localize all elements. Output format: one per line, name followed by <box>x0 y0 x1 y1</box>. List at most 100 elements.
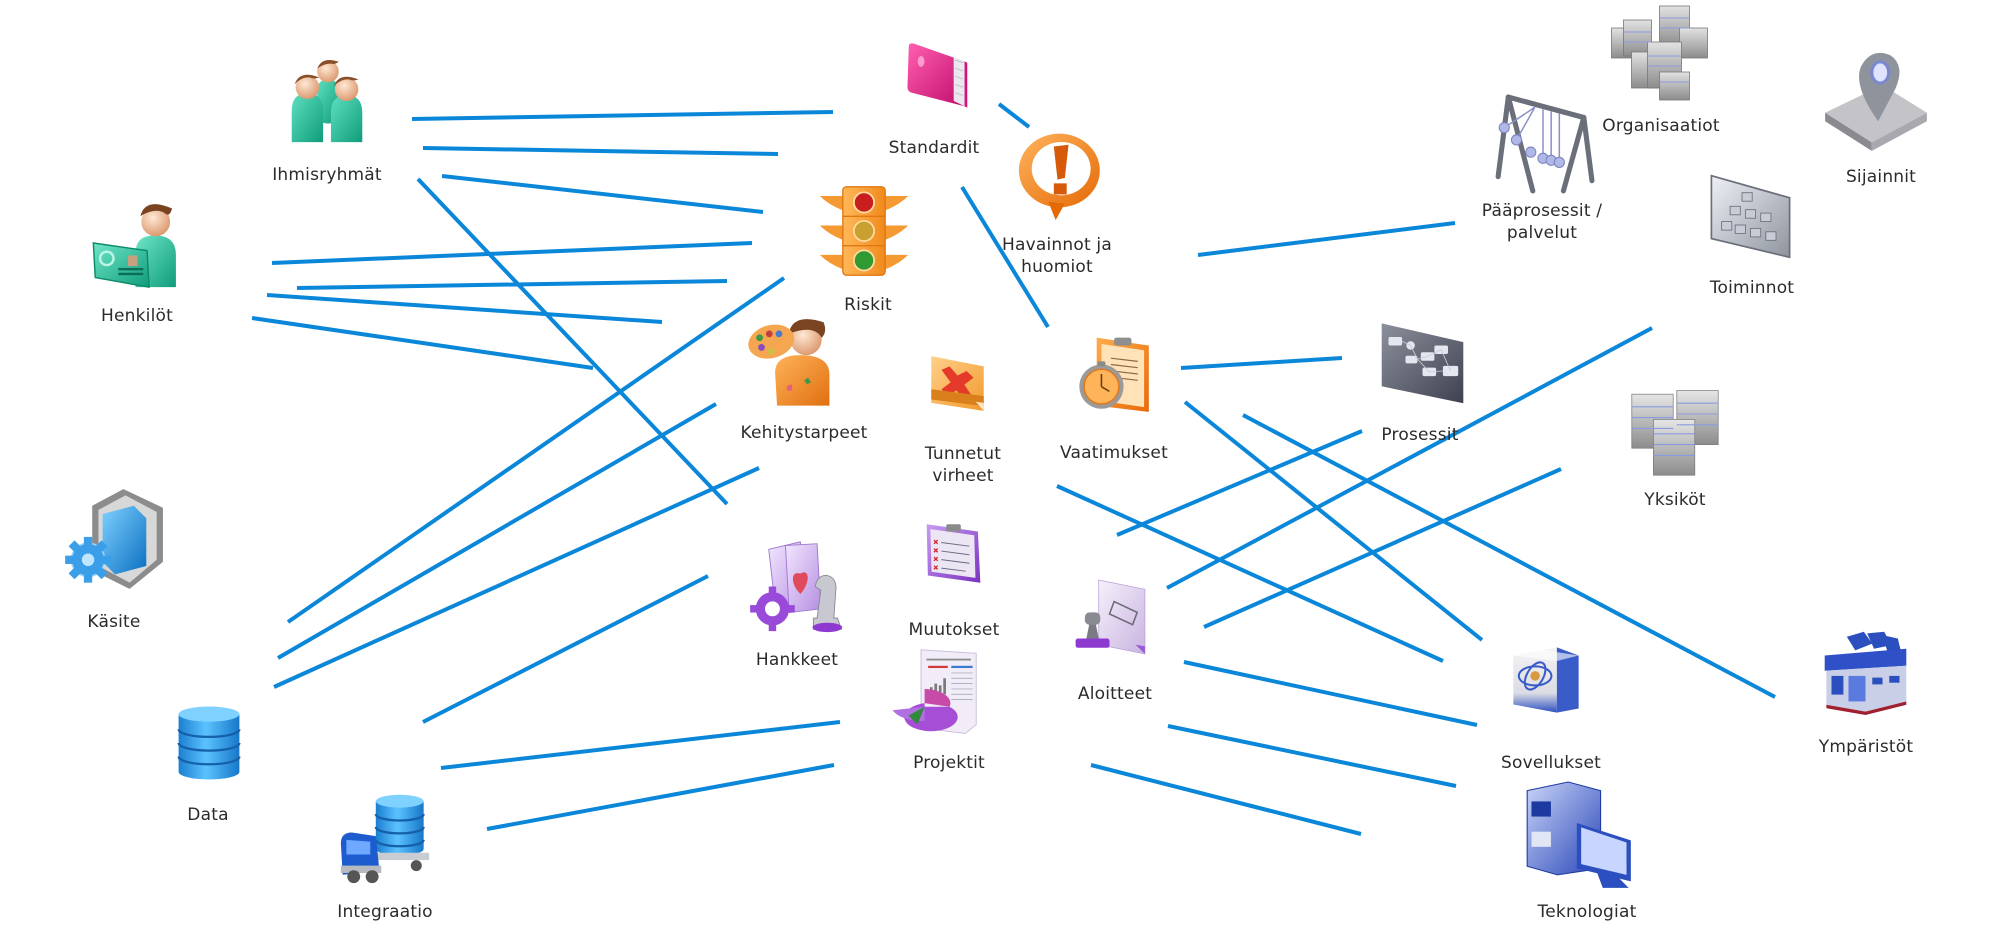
cards-gear-chess-icon[interactable] <box>750 540 845 633</box>
book-icon[interactable] <box>902 25 970 125</box>
painter-icon[interactable] <box>746 312 843 410</box>
connection-aloitteet-to-toiminnot[interactable] <box>1166 326 1653 590</box>
connection-ihmisryhmat-to-hankkeet[interactable] <box>416 177 729 506</box>
node-label: Aloitteet <box>1078 683 1152 705</box>
node-label-line: Riskit <box>844 295 892 315</box>
newtons-cradle-icon[interactable] <box>1486 93 1600 195</box>
software-box-icon[interactable] <box>1512 623 1580 737</box>
people-group-icon[interactable] <box>277 52 377 150</box>
database-icon[interactable] <box>171 696 247 790</box>
connection-aloitteet-to-yksikot[interactable] <box>1203 467 1562 629</box>
node-label: Henkilöt <box>101 305 173 327</box>
connection-vaatimukset-to-prosessit[interactable] <box>1180 356 1343 370</box>
node-label: Ihmisryhmät <box>272 164 382 186</box>
connection-vaatimukset-to-ymparistot[interactable] <box>1242 413 1776 699</box>
node-label-line: Henkilöt <box>101 306 173 326</box>
report-pie-chart-icon[interactable] <box>887 648 980 737</box>
node-label: Kehitystarpeet <box>740 422 867 444</box>
node-label: Teknologiat <box>1538 901 1637 923</box>
exclamation-bubble-icon[interactable] <box>1010 130 1105 222</box>
computer-icon[interactable] <box>1525 781 1633 890</box>
connection-kasite-to-riskit[interactable] <box>286 276 786 624</box>
node-label: Data <box>187 804 228 826</box>
node-label: Vaatimukset <box>1060 442 1168 464</box>
node-label-line: Integraatio <box>337 902 433 922</box>
connection-henkilot-to-riskit[interactable] <box>271 241 753 265</box>
node-label: Muutokset <box>909 619 1000 641</box>
connection-aloitteet-to-sovellukset[interactable] <box>1183 660 1478 727</box>
node-label-line: Sovellukset <box>1501 753 1601 773</box>
connection-henkilot-to-kehitystarpeet[interactable] <box>251 316 594 370</box>
node-label-line: Muutokset <box>908 620 1000 640</box>
node-label-line: Vaatimukset <box>1060 443 1168 463</box>
node-label-line: Organisaatiot <box>1602 116 1720 136</box>
node-label-line: Data <box>187 805 229 825</box>
connection-tunnetut-virheet-to-sovellukset[interactable] <box>1056 484 1444 663</box>
connection-ihmisryhmat-to-riskit[interactable] <box>422 146 779 156</box>
node-label: Standardit <box>889 137 980 159</box>
node-label-line: Käsite <box>87 612 141 632</box>
person-id-card-icon[interactable] <box>89 195 186 291</box>
node-label: Yksiköt <box>1644 489 1706 511</box>
node-label-line: Toiminnot <box>1709 278 1795 298</box>
connection-aloitteet-to-teknologiat[interactable] <box>1167 724 1457 788</box>
node-label: Organisaatiot <box>1602 115 1720 137</box>
node-label: Sovellukset <box>1501 752 1601 774</box>
node-label-line: Sijainnit <box>1845 167 1917 187</box>
connection-ihmisryhmat-to-standardit[interactable] <box>411 110 834 121</box>
org-chart-panel-icon[interactable] <box>1708 165 1793 268</box>
node-label: Hankkeet <box>756 649 838 671</box>
connection-vaatimukset-to-sovellukset[interactable] <box>1183 400 1484 642</box>
node-label: Sijainnit <box>1846 166 1916 188</box>
node-label-line: Aloitteet <box>1077 684 1153 704</box>
node-label-line: Tunnetut <box>924 444 1002 464</box>
location-pin-icon[interactable] <box>1812 47 1940 153</box>
node-label-line: Hankkeet <box>755 650 839 670</box>
building-blocks-icon[interactable] <box>1609 2 1710 102</box>
node-label: Toiminnot <box>1710 277 1794 299</box>
connection-ihmisryhmat-to-riskit[interactable] <box>441 174 764 214</box>
connection-havainnot-to-paaprosessit[interactable] <box>1197 221 1456 257</box>
node-label: Riskit <box>844 294 892 316</box>
connection-data-to-kehitystarpeet[interactable] <box>276 402 718 660</box>
node-label-line: Ympäristöt <box>1818 737 1914 757</box>
cube-gear-icon[interactable] <box>61 487 165 591</box>
connection-standardit-to-vaatimukset[interactable] <box>960 185 1050 329</box>
connection-integraatio-to-projektit[interactable] <box>486 763 835 831</box>
node-label-line: Teknologiat <box>1537 902 1637 922</box>
stamp-document-icon[interactable] <box>1071 567 1148 667</box>
node-label: Prosessit <box>1381 424 1458 446</box>
node-label: Projektit <box>913 752 985 774</box>
connection-henkilot-to-riskit[interactable] <box>296 279 728 290</box>
checklist-clipboard-icon[interactable] <box>923 504 984 603</box>
truck-database-icon[interactable] <box>337 792 433 884</box>
node-label-line: virheet <box>932 466 994 486</box>
node-label: Integraatio <box>337 901 433 923</box>
node-label-line: Havainnot ja <box>1002 235 1112 255</box>
node-label-line: Projektit <box>913 753 985 773</box>
connection-integraatio-to-hankkeet[interactable] <box>422 574 709 724</box>
server-blocks-icon[interactable] <box>1628 387 1722 477</box>
node-label-line: Yksiköt <box>1644 490 1706 510</box>
node-label-line: Standardit <box>888 138 980 158</box>
node-label-line: Kehitystarpeet <box>740 423 868 443</box>
connection-projektit-to-teknologiat[interactable] <box>1090 763 1362 836</box>
node-label: Pääprosessit /palvelut <box>1482 200 1602 244</box>
connection-data-to-hankkeet[interactable] <box>273 466 760 689</box>
factory-building-icon[interactable] <box>1813 630 1918 715</box>
connection-aloitteet-to-prosessit[interactable] <box>1116 429 1363 537</box>
traffic-light-icon[interactable] <box>818 182 910 280</box>
process-flow-panel-icon[interactable] <box>1372 320 1473 405</box>
node-label: Käsite <box>87 611 140 633</box>
connection-integraatio-to-projektit[interactable] <box>440 720 841 770</box>
error-document-icon[interactable] <box>929 334 986 433</box>
node-label-line: palvelut <box>1506 223 1578 243</box>
clipboard-stopwatch-icon[interactable] <box>1073 325 1152 423</box>
connection-henkilot-to-kehitystarpeet[interactable] <box>266 293 663 324</box>
connection-standardit-to-havainnot[interactable] <box>997 102 1031 129</box>
node-label: Ympäristöt <box>1819 736 1913 758</box>
